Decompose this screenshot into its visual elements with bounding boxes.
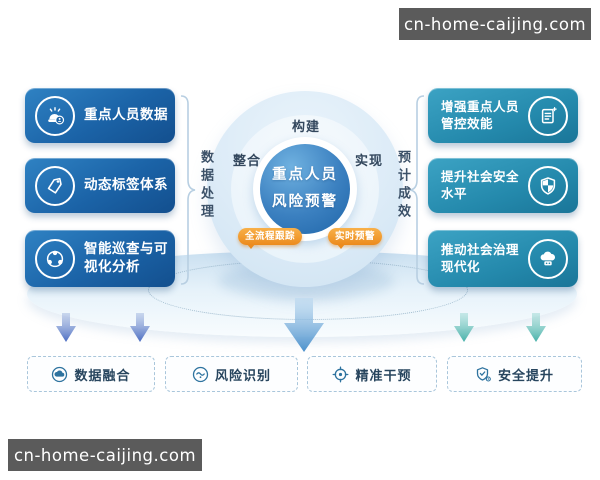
bottom-box-label: 安全提升 [497,368,554,384]
card-label: 推动社会治理 现代化 [441,241,520,274]
card-label: 增强重点人员 管控效能 [441,98,520,131]
ring-label-left: 整合 [233,154,262,169]
card-label: 智能巡查与可 视化分析 [84,240,168,275]
bottom-box-label: 数据融合 [74,368,131,384]
ring-label-right: 实现 [355,154,384,169]
left-group-label: 数据处理 [198,150,213,222]
right-card-enhance-control: 增强重点人员 管控效能 [428,88,578,143]
bottom-box-security-improvement: 安全提升 [447,356,582,392]
left-card-dynamic-tag-system: 动态标签体系 [25,158,175,213]
core-circle: 重点人员 风险预警 [260,144,350,234]
left-card-smart-inspection: 智能巡查与可 视化分析 [25,230,175,287]
alert-person-icon [35,95,75,136]
shield-icon [528,165,568,206]
watermark-bottom-left: cn-home-caijing.com [8,439,202,471]
risk-identify-icon [192,366,209,383]
data-fusion-icon [51,366,68,383]
bottom-box-data-fusion: 数据融合 [27,356,155,392]
left-card-key-personnel-data: 重点人员数据 [25,88,175,143]
network-nodes-icon [35,238,75,279]
shield-check-icon [475,366,492,383]
card-label: 提升社会安全 水平 [441,168,520,201]
bottom-box-label: 精准干预 [355,368,412,384]
watermark-top-right: cn-home-caijing.com [399,8,591,40]
bottom-box-risk-identification: 风险识别 [165,356,298,392]
card-label: 动态标签体系 [84,176,168,193]
cloud-device-icon [528,238,568,279]
card-label: 重点人员数据 [84,106,168,123]
bottom-box-label: 风险识别 [214,368,271,384]
badge-full-process-tracking: 全流程跟踪 [238,228,303,249]
right-card-governance-modernization: 推动社会治理 现代化 [428,230,578,287]
right-group-label: 预计成效 [395,150,410,222]
tag-icon [35,165,75,206]
right-card-social-safety: 提升社会安全 水平 [428,158,578,213]
badge-realtime-warning: 实时预警 [328,228,383,249]
bottom-box-precise-intervention: 精准干预 [307,356,437,392]
target-icon [332,366,349,383]
document-icon [528,95,568,136]
ring-label-top: 构建 [292,120,321,135]
